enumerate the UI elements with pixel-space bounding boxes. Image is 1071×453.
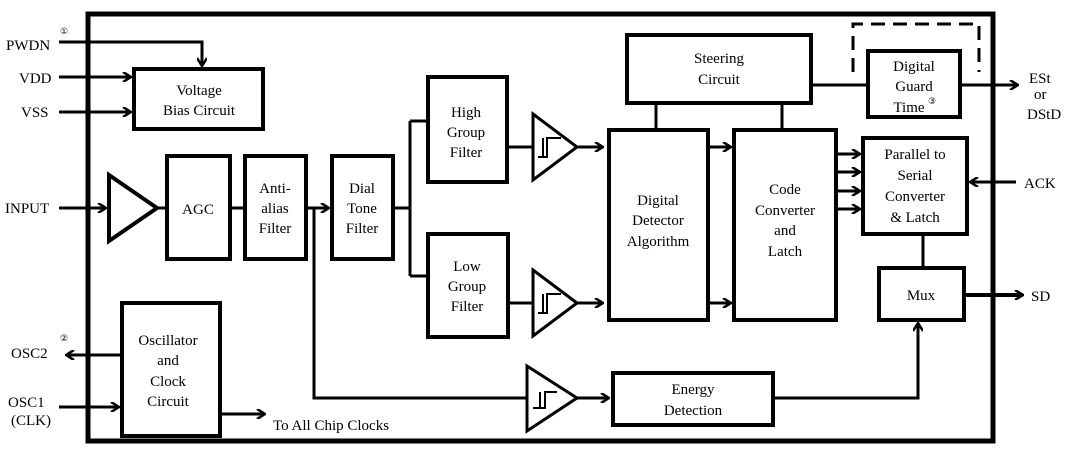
energy-label-2: Detection bbox=[664, 403, 723, 419]
low-group-filter-block bbox=[426, 232, 510, 339]
low-group-label-2: Group bbox=[448, 279, 486, 295]
high-group-filter-block bbox=[426, 75, 509, 184]
pin-vdd: VDD bbox=[19, 71, 52, 87]
energy-label-1: Energy bbox=[671, 382, 715, 398]
high-group-label-3: Filter bbox=[450, 145, 483, 161]
low-group-comparator-icon bbox=[508, 267, 603, 339]
digital-detector-block bbox=[607, 128, 710, 322]
pin-pwdn: PWDN bbox=[6, 38, 50, 54]
energy-detection-block bbox=[611, 371, 775, 427]
mux-block bbox=[877, 266, 966, 322]
oscillator-label-3: Clock bbox=[150, 374, 186, 390]
high-group-comparator-icon bbox=[507, 111, 603, 183]
converter-label-2: Converter bbox=[755, 203, 815, 219]
pin-vss: VSS bbox=[21, 105, 49, 121]
pin-dstd: DStD bbox=[1027, 107, 1061, 123]
high-group-label-1: High bbox=[451, 105, 482, 121]
pin-ack: ACK bbox=[1024, 176, 1056, 192]
voltage-bias-label: Voltage bbox=[176, 83, 222, 99]
converter-label-1: Code bbox=[769, 182, 801, 198]
pin-est-or: or bbox=[1034, 87, 1047, 103]
code-converter-block bbox=[732, 128, 838, 322]
converter-label-3: and bbox=[774, 223, 796, 239]
oscillator-label-4: Circuit bbox=[147, 394, 189, 410]
agc-label: AGC bbox=[182, 202, 214, 218]
guard-time-label-2: Guard bbox=[895, 79, 933, 95]
oscillator-label-2: and bbox=[157, 353, 179, 369]
pin-osc1-clk: (CLK) bbox=[11, 413, 51, 429]
dial-tone-label-2: Tone bbox=[347, 201, 377, 217]
antialias-filter-block bbox=[243, 154, 308, 261]
clock-output-label: To All Chip Clocks bbox=[273, 418, 389, 434]
pin-osc1: OSC1 bbox=[8, 395, 45, 411]
optional-guard-time-outline bbox=[851, 22, 981, 72]
parallel-serial-converter-block bbox=[861, 136, 969, 236]
digital-guard-time-block bbox=[866, 49, 962, 119]
note-1-marker: ① bbox=[60, 27, 68, 37]
dial-tone-label-3: Filter bbox=[346, 221, 379, 237]
dial-tone-filter-block bbox=[330, 154, 395, 261]
input-amplifier-icon bbox=[107, 171, 161, 245]
parallel-bus-arrows bbox=[836, 154, 860, 209]
detector-label-1: Digital bbox=[637, 193, 679, 209]
guard-time-label-1: Digital bbox=[893, 59, 935, 75]
antialias-label-2: alias bbox=[261, 201, 289, 217]
pin-osc2: OSC2 bbox=[11, 346, 48, 362]
steering-label-1: Steering bbox=[694, 51, 744, 67]
energy-tap-wire bbox=[312, 208, 526, 400]
p2s-label-3: Converter bbox=[885, 189, 945, 205]
pin-sd: SD bbox=[1031, 289, 1050, 305]
chip-outline bbox=[85, 11, 996, 444]
pwdn-wire bbox=[59, 40, 202, 66]
guard-time-label-3: Time bbox=[893, 100, 924, 116]
oscillator-label-1: Oscillator bbox=[138, 333, 197, 349]
p2s-label-2: Serial bbox=[898, 168, 933, 184]
oscillator-clock-block bbox=[120, 301, 222, 438]
p2s-label-4: & Latch bbox=[890, 210, 940, 226]
steering-circuit-block bbox=[625, 33, 813, 105]
note-3-marker: ③ bbox=[928, 97, 936, 107]
note-2-marker: ② bbox=[60, 334, 68, 344]
detector-label-3: Algorithm bbox=[627, 234, 690, 250]
p2s-label-1: Parallel to bbox=[884, 147, 945, 163]
dial-tone-label-1: Dial bbox=[349, 181, 375, 197]
energy-mux-wire bbox=[773, 323, 918, 400]
pin-input: INPUT bbox=[5, 201, 49, 217]
antialias-label-3: Filter bbox=[259, 221, 292, 237]
energy-comparator-icon bbox=[525, 363, 609, 434]
pin-est: ESt bbox=[1029, 71, 1052, 87]
low-group-label-3: Filter bbox=[451, 299, 484, 315]
steering-label-2: Circuit bbox=[698, 72, 740, 88]
converter-label-4: Latch bbox=[768, 244, 803, 260]
mux-label: Mux bbox=[907, 288, 936, 304]
antialias-label-1: Anti- bbox=[259, 181, 291, 197]
high-group-label-2: Group bbox=[447, 125, 485, 141]
detector-label-2: Detector bbox=[632, 213, 684, 229]
low-group-label-1: Low bbox=[453, 259, 481, 275]
voltage-bias-label-2: Bias Circuit bbox=[163, 103, 236, 119]
voltage-bias-block bbox=[132, 67, 265, 131]
